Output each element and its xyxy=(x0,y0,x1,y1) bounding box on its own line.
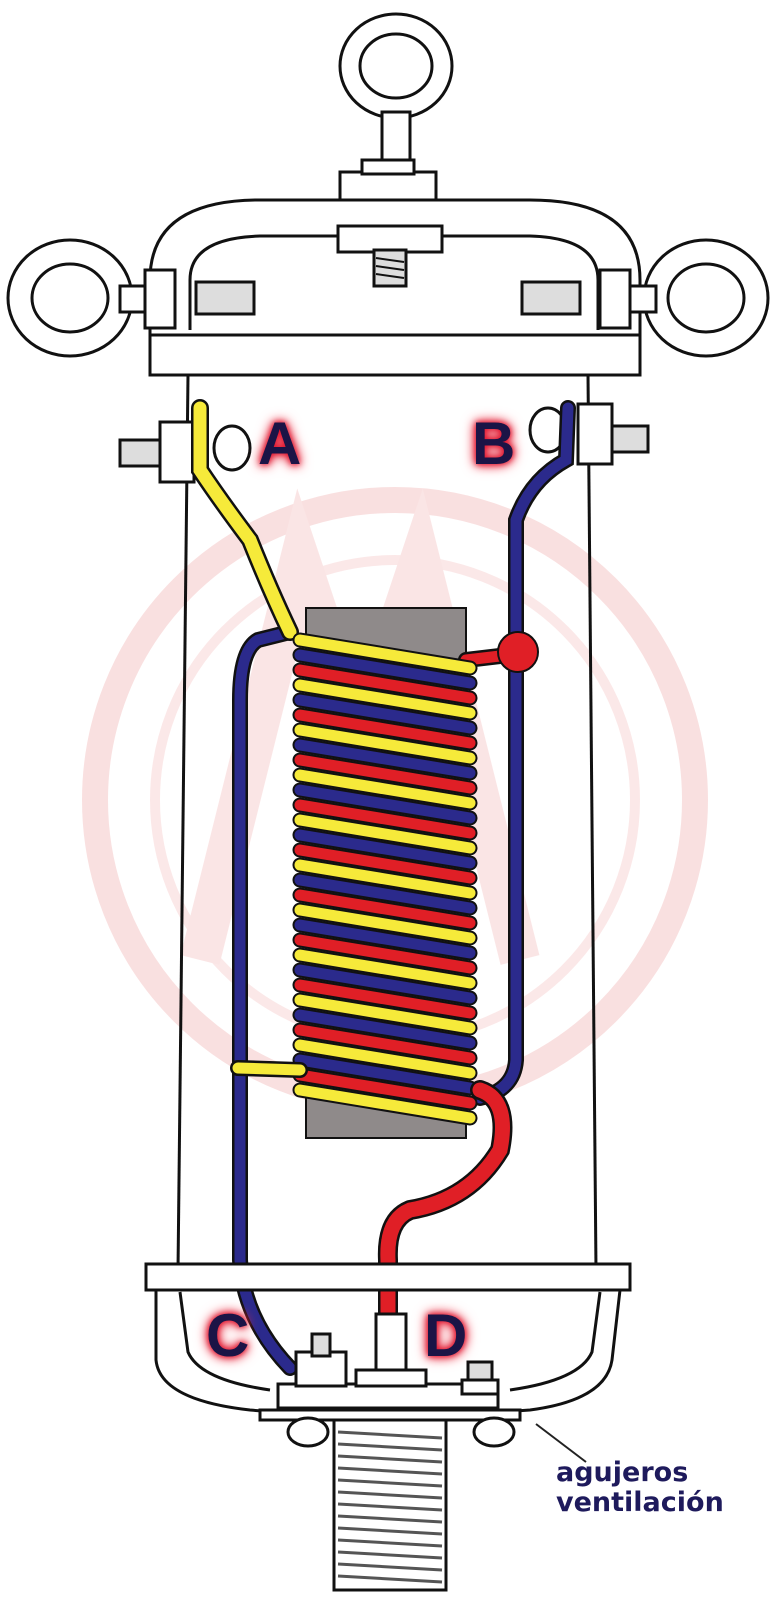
coil-turn xyxy=(294,994,476,1034)
thread-line xyxy=(337,1502,443,1512)
thread-line xyxy=(337,1526,443,1536)
coil-turn xyxy=(294,754,476,794)
coil-turn xyxy=(294,934,476,974)
coil-turn xyxy=(294,979,476,1019)
coil-turn xyxy=(294,634,476,674)
coil-turn xyxy=(294,694,476,734)
thread-line xyxy=(337,1538,443,1548)
coil-turn xyxy=(294,1024,476,1064)
vent-annotation: agujeros ventilación xyxy=(556,1458,724,1518)
thread-line xyxy=(337,1442,443,1452)
coil-turn xyxy=(294,919,476,959)
thread-line xyxy=(337,1514,443,1524)
coil-turn xyxy=(294,769,476,809)
bottom-terminal-c xyxy=(294,1332,348,1388)
bottom-cap xyxy=(144,1262,632,1422)
coil-turn xyxy=(294,814,476,854)
coil-turn xyxy=(294,709,476,749)
coil-turn xyxy=(294,829,476,869)
coil-turn xyxy=(294,859,476,899)
thread-line xyxy=(337,1454,443,1464)
vent-pointer-line xyxy=(535,1423,587,1463)
coil-turn xyxy=(294,784,476,824)
thread-line xyxy=(337,1430,443,1440)
bottom-terminal-d xyxy=(354,1312,428,1388)
coil-turn xyxy=(294,1054,476,1094)
thread-line xyxy=(337,1562,443,1572)
thread-line xyxy=(337,1550,443,1560)
housing-body xyxy=(176,374,598,1271)
terminal-screw-b xyxy=(528,402,650,466)
coil-turn xyxy=(294,649,476,689)
side-bolts xyxy=(286,1360,516,1448)
thread-line xyxy=(337,1574,443,1584)
coil-turn xyxy=(294,874,476,914)
coil-turn xyxy=(294,1069,476,1109)
right-eye-hook xyxy=(520,238,770,358)
terminal-screw-a xyxy=(118,420,252,484)
left-eye-hook xyxy=(6,238,256,358)
thread-line xyxy=(337,1490,443,1500)
coil-windings xyxy=(292,632,478,1126)
threaded-base xyxy=(332,1418,448,1592)
vent-annotation-line1: agujeros xyxy=(556,1457,689,1488)
coil-turn xyxy=(294,664,476,704)
thread-line xyxy=(337,1478,443,1488)
coil-turn xyxy=(294,679,476,719)
coil-turn xyxy=(294,799,476,839)
top-cap xyxy=(148,198,642,377)
thread-line xyxy=(337,1466,443,1476)
coil-turn xyxy=(294,724,476,764)
coil-turn xyxy=(294,1084,476,1124)
coil-turn xyxy=(294,844,476,884)
terminal-label-d: D xyxy=(424,1302,468,1369)
coil-turn xyxy=(294,964,476,1004)
coil-turn xyxy=(294,949,476,989)
coil-turn xyxy=(294,739,476,779)
coil-turn xyxy=(294,904,476,944)
coil-turn xyxy=(294,889,476,929)
vent-annotation-line2: ventilación xyxy=(556,1487,724,1518)
coil-turn xyxy=(294,1039,476,1079)
top-eye-hook xyxy=(338,12,454,204)
terminal-label-c: C xyxy=(206,1302,250,1369)
coil-turn xyxy=(294,1009,476,1049)
terminal-label-b: B xyxy=(472,410,516,477)
terminal-label-a: A xyxy=(258,410,302,477)
